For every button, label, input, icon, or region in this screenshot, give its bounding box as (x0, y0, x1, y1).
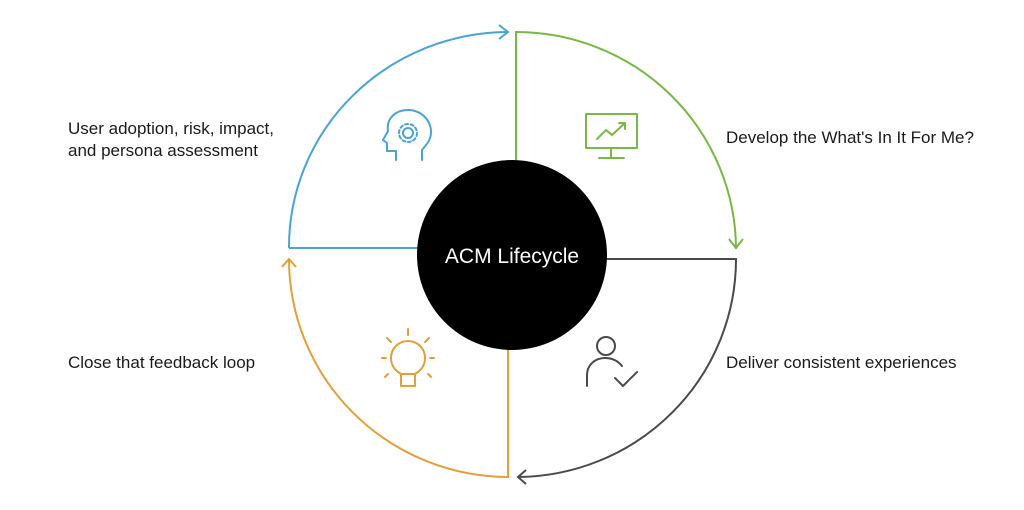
blue-arrowhead (498, 24, 510, 40)
lightbulb-icon (381, 328, 435, 387)
green-arc (515, 30, 737, 249)
monitor-chart-icon (585, 113, 638, 159)
quadrant-deliver (516, 258, 738, 485)
blue-arc (287, 31, 509, 249)
user-check-icon (586, 336, 638, 387)
label-deliver: Deliver consistent experiences (726, 353, 957, 372)
dark-arrowhead (516, 469, 527, 485)
quadrant-develop (515, 30, 744, 250)
label-feedback: Close that feedback loop (68, 353, 256, 372)
dark-arc (517, 258, 738, 478)
head-gear-icon (382, 109, 432, 161)
quadrant-feedback (281, 257, 509, 479)
quadrant-assess (287, 24, 510, 249)
label-assessment: User adoption, risk, impact, and persona… (68, 119, 274, 160)
green-arrowhead (728, 238, 744, 250)
orange-arc (288, 258, 509, 479)
center-circle (417, 160, 607, 350)
center-hub: ACM Lifecycle (417, 160, 607, 350)
center-title: ACM Lifecycle (445, 245, 579, 268)
orange-arrowhead (281, 257, 297, 268)
label-develop: Develop the What's In It For Me? (726, 128, 974, 147)
